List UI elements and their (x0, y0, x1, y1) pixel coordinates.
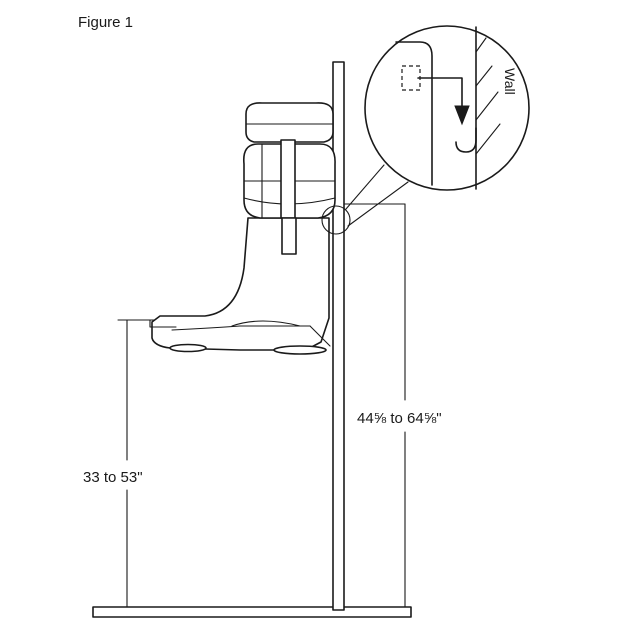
floor-line (92, 606, 412, 618)
bracket-height-label: 44⅝ to 64⅝" (357, 410, 442, 427)
bracket-height-dimension (343, 203, 406, 608)
fountain-body (149, 217, 331, 355)
bottle-strap (280, 139, 297, 255)
detail-marker-circle (321, 205, 351, 235)
hook-detail-callout (364, 25, 530, 191)
figure-caption: Figure 1 (78, 14, 133, 31)
basin-height-dimension (117, 319, 156, 608)
callout-leader-lines (345, 164, 409, 227)
basin-height-label: 33 to 53" (83, 469, 143, 486)
wall (332, 61, 345, 611)
wall-label: Wall (502, 68, 518, 95)
